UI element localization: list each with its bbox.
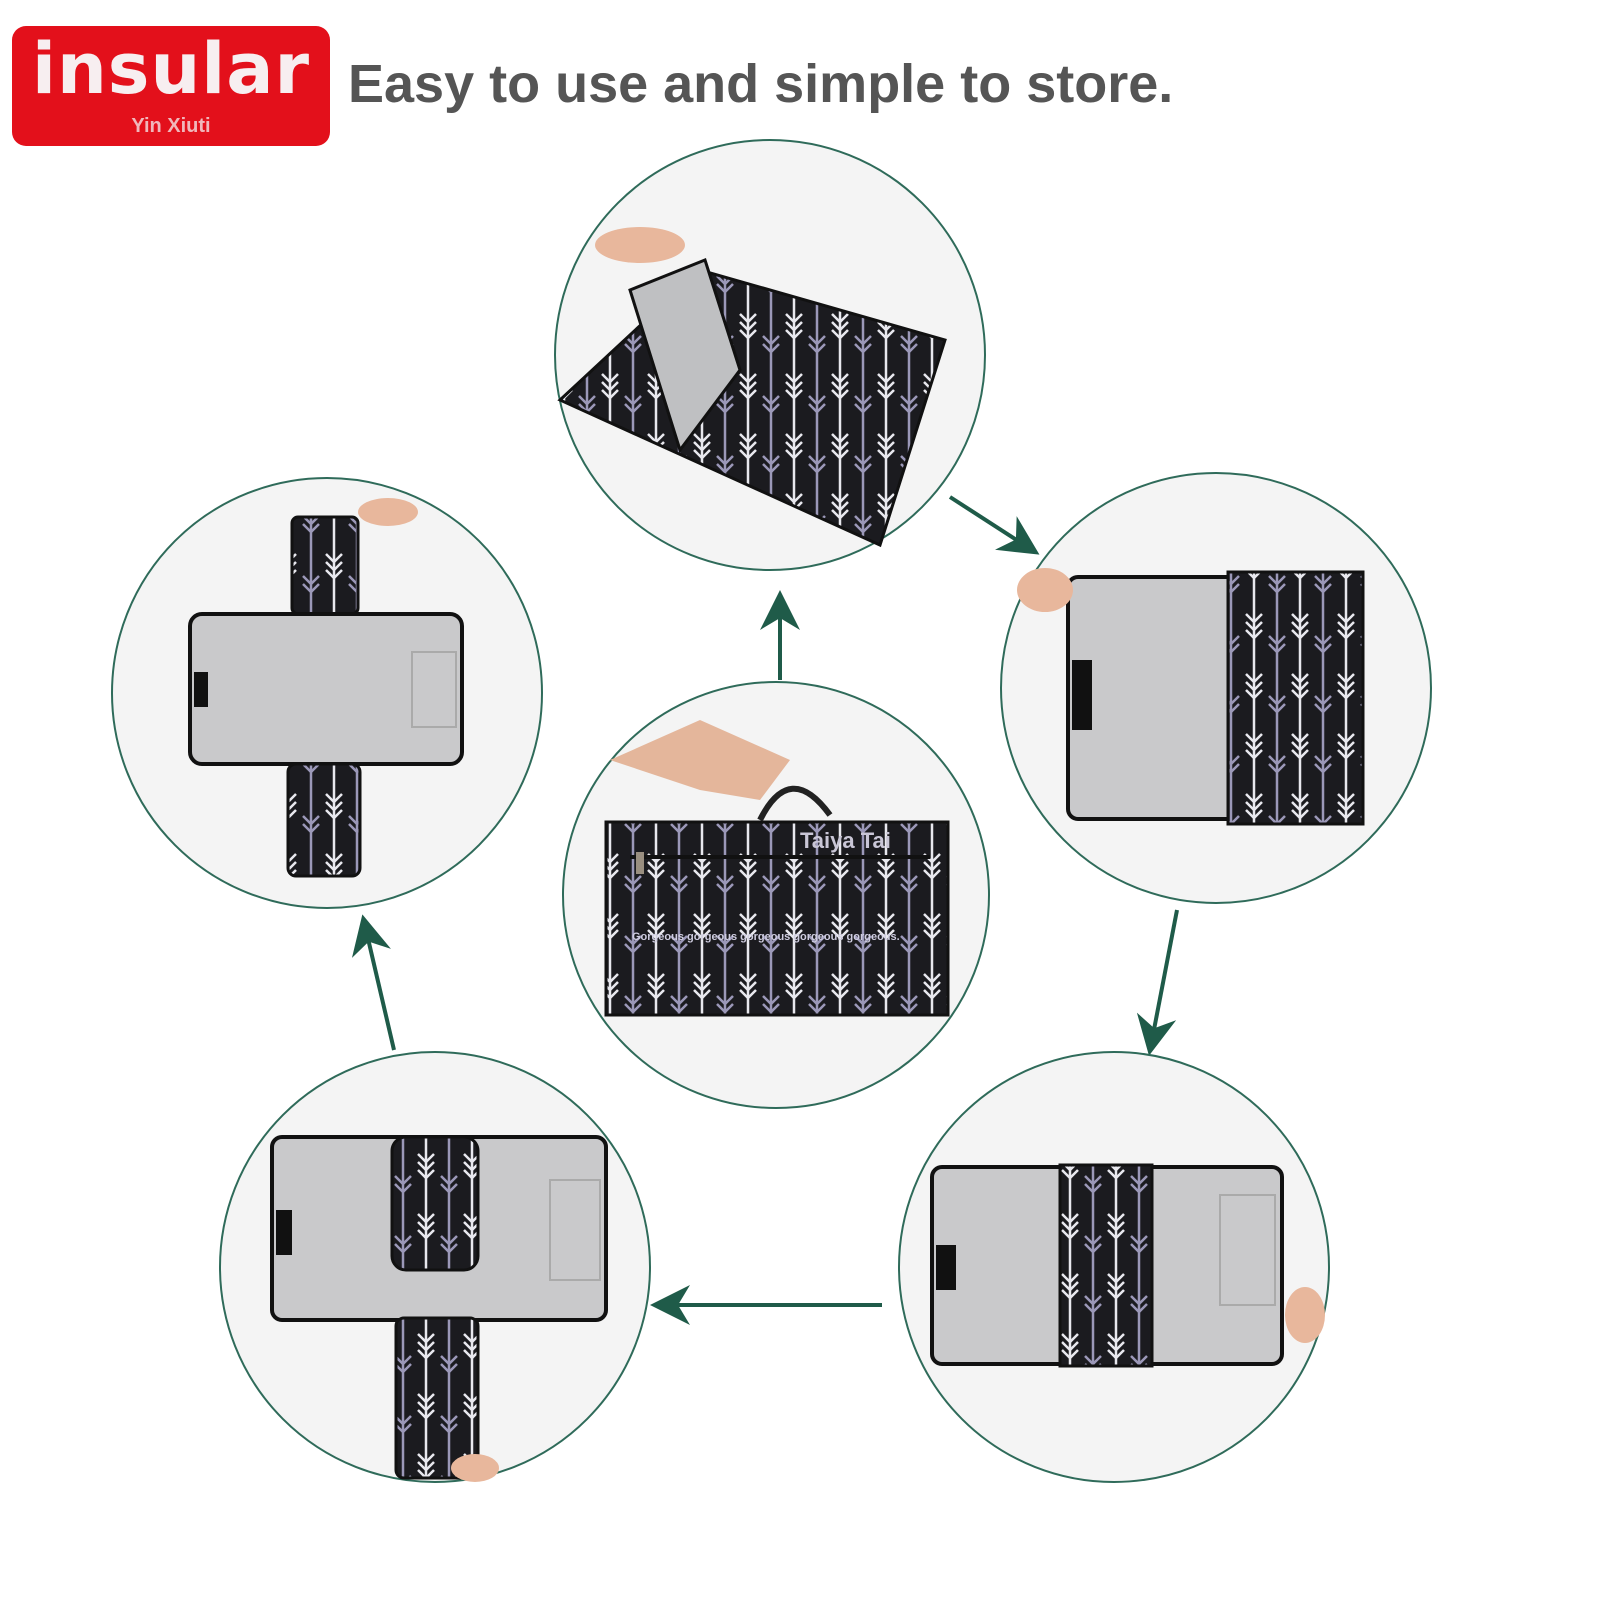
step-image-bottom-right <box>930 1163 1325 1368</box>
brand-label: Taiya Tai <box>800 828 891 853</box>
headline: Easy to use and simple to store. <box>348 54 1174 114</box>
step-image-bottom-left <box>270 1135 608 1482</box>
product-tagline: Gorgeous gorgeous gorgeous gorgeous gorg… <box>632 931 900 943</box>
brand-logo: insular Yin Xiuti <box>12 26 330 146</box>
arrow-top-to-right <box>948 495 1040 555</box>
step-image-top <box>557 227 947 548</box>
step-image-right <box>1017 568 1365 826</box>
arrow-bottom-left-to-left <box>351 914 396 1051</box>
logo-text: insular <box>31 28 311 110</box>
flow-arrows <box>351 495 1179 1325</box>
step-image-left <box>188 498 464 878</box>
arrow-right-to-bottom-right <box>1136 909 1179 1056</box>
logo-subtext: Yin Xiuti <box>131 115 211 137</box>
step-image-center: Taiya Tai Gorgeous gorgeous gorgeous gor… <box>604 720 950 1017</box>
